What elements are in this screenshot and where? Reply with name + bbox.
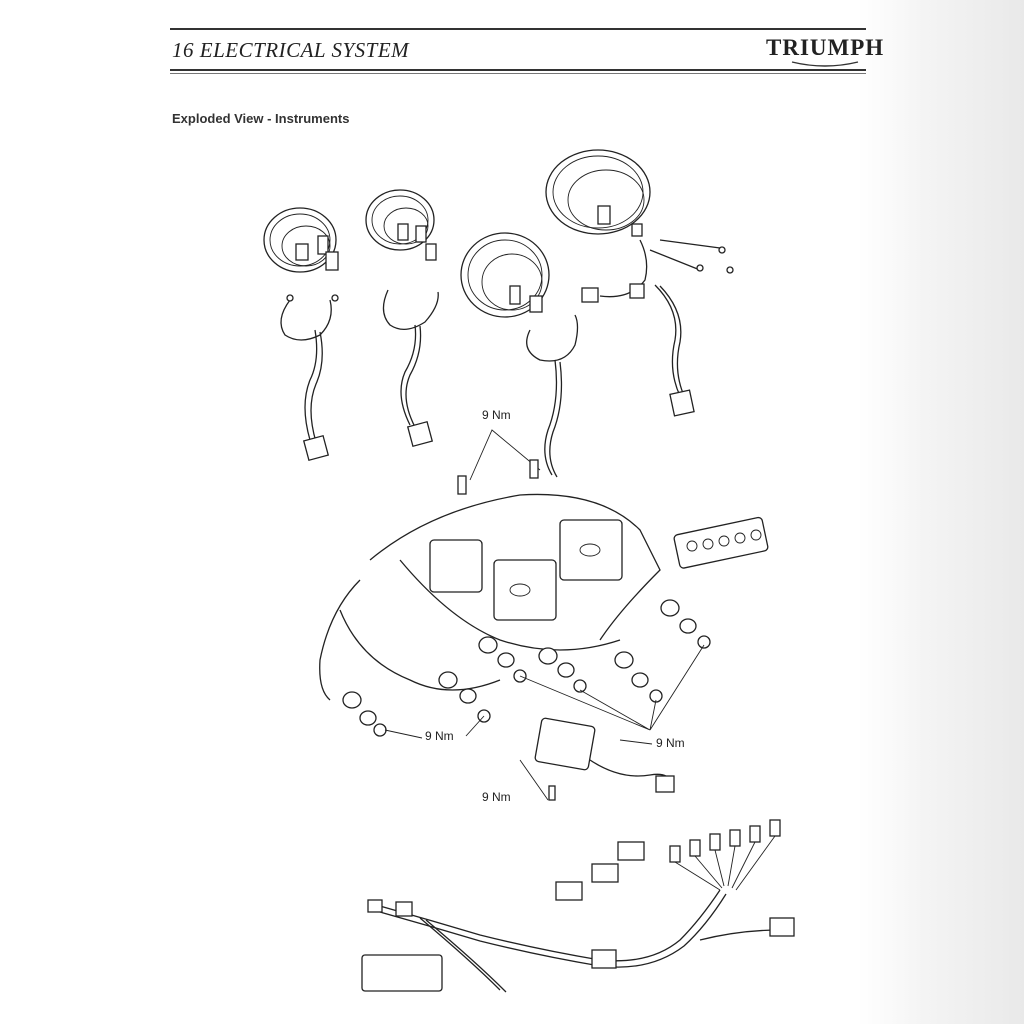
torque-leader-left-a — [384, 729, 423, 739]
instrument-panel-housing — [319, 493, 661, 701]
header-rule-bottom — [170, 69, 866, 71]
gauge-medium-harness — [526, 314, 579, 478]
torque-label-right: 9 Nm — [656, 736, 685, 750]
gauge-small-center-harness — [382, 289, 439, 448]
warning-light-bar — [673, 516, 769, 569]
grommets-and-nuts — [342, 599, 711, 737]
gauge-medium — [460, 232, 550, 318]
gauge-small-center — [365, 189, 437, 261]
page-edge-shadow — [858, 0, 1024, 1024]
gauge-small-left — [263, 207, 339, 273]
relay-module — [519, 717, 675, 801]
gauge-large-harness — [581, 239, 734, 417]
torque-leader-right-screw — [619, 739, 653, 745]
gauge-small-left-harness — [280, 294, 339, 462]
header-rule-bottom-thin — [170, 73, 866, 74]
screw-upper-right — [529, 459, 539, 479]
chapter-title: 16 ELECTRICAL SYSTEM — [172, 38, 410, 62]
torque-leader-right — [519, 644, 705, 731]
section-heading: Exploded View - Instruments — [172, 111, 350, 126]
screw-upper-left — [457, 475, 467, 495]
torque-label-left: 9 Nm — [425, 729, 454, 743]
torque-leader-left-b — [465, 715, 485, 737]
brand-logo: TRIUMPH — [766, 35, 885, 60]
gauge-large — [545, 149, 651, 237]
brand-logo-swoosh — [791, 61, 859, 67]
bulb-holders — [669, 819, 781, 891]
torque-leader-upper — [469, 429, 541, 481]
torque-label-upper: 9 Nm — [482, 408, 511, 422]
header-rule-top — [170, 28, 866, 30]
main-wiring-harness — [361, 819, 795, 993]
torque-label-bottom: 9 Nm — [482, 790, 511, 804]
